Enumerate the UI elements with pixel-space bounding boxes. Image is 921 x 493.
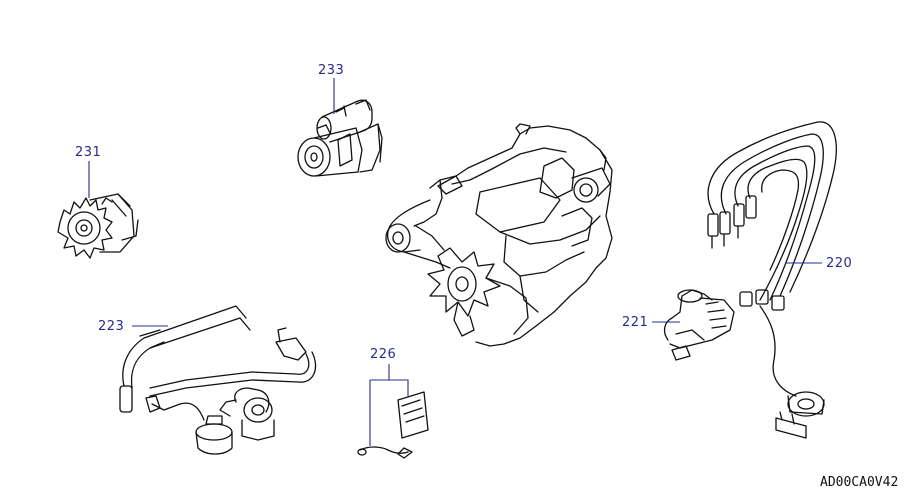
callout-226[interactable]: 226 <box>370 347 397 362</box>
distributor[interactable] <box>663 289 735 361</box>
leader-226-bracket <box>369 379 409 446</box>
spark-plug-wire-set[interactable] <box>707 121 837 439</box>
vacuum-hose-egr-assembly[interactable] <box>119 305 317 455</box>
callout-231[interactable]: 231 <box>75 145 102 160</box>
leader-lines <box>88 78 822 446</box>
drawing-code: AD00CA0V42 <box>820 475 899 490</box>
engine-assembly <box>385 123 613 347</box>
alternator[interactable] <box>57 193 139 259</box>
callout-221[interactable]: 221 <box>622 315 649 330</box>
callout-220[interactable]: 220 <box>826 256 853 271</box>
starter-motor[interactable] <box>297 99 383 177</box>
engine-control-unit[interactable] <box>357 391 429 459</box>
callout-223[interactable]: 223 <box>98 319 125 334</box>
callout-233[interactable]: 233 <box>318 63 345 78</box>
